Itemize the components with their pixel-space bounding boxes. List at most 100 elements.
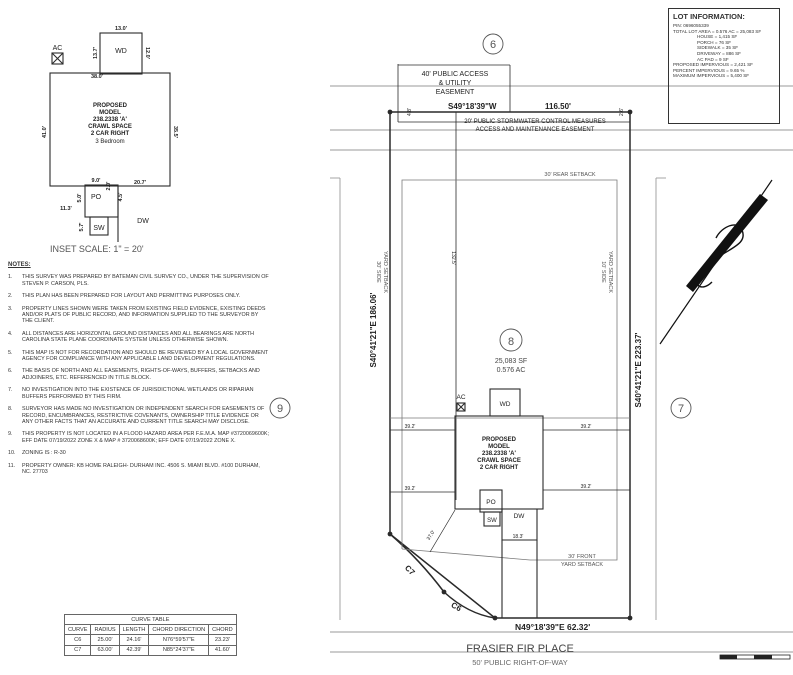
inset-dim-po-bottom-left: 11.3' [60,206,72,212]
lot-info-percent-impervious: PERCENT IMPERVIOUS = 9.65 % [673,67,745,73]
right-of-way: 50' PUBLIC RIGHT-OF-WAY [472,658,568,667]
inset-dim-po-right: 4.5' [118,192,124,202]
lot-8-label: 8 [508,336,514,348]
inset-labels: AC WD 13.0' 13.7' 12.0' 38.0' 41.0' 35.5… [42,26,178,254]
inset-dim-left: 41.0' [42,125,48,138]
inset-house-title-1: MODEL [99,110,121,116]
lot-info-sidewalk: SIDEWALK = 35 SF [697,45,739,51]
sidewalk-box [483,511,501,527]
lot-info-ac-pad: AC PAD = 9 SF [697,56,729,62]
inset-dim-sw-side: 5.7' [79,222,85,232]
lot-information-box: LOT INFORMATION: PIN: 0696055339 TOTAL L… [668,8,780,124]
note-number: 9. [8,431,13,438]
dim-driveway: 18.3' [513,534,524,540]
lot-boundary [389,111,631,619]
curve-table-header: LENGTH [118,624,150,636]
front-setback-1: YARD SETBACK [561,562,603,568]
note-number: 6. [8,368,13,375]
house-title-1: MODEL [488,444,510,450]
house-title-2: 238.2338 'A' [482,451,516,457]
house-title-4: 2 CAR RIGHT [480,465,519,471]
inset-ac-pad [51,52,64,65]
note-number: 11. [8,462,16,469]
note-text: PROPERTY OWNER: KB HOME RALEIGH- DURHAM … [22,462,260,475]
driveway-outline [501,509,538,541]
curve-table-header-row: CURVE RADIUS LENGTH CHORD DIRECTION CHOR… [63,624,237,636]
easement-lines [397,64,630,500]
dw-label: DW [514,513,526,520]
note-item: 7. NO INVESTIGATION INTO THE EXISTENCE OF… [8,387,270,400]
curve-table-header: CURVE [63,624,92,636]
curve-table-cell: 24.16' [118,634,150,646]
lot-7-label: 7 [678,403,684,415]
note-item: 1.THIS SURVEY WAS PREPARED BY BATEMAN CI… [8,274,270,287]
lot-number-circles [269,33,692,419]
scale-bar-block-2 [754,655,772,659]
curve-table-cell: 41.60' [208,644,237,656]
lot-6-circle [482,33,504,55]
note-item: 2.THIS PLAN HAS BEEN PREPARED FOR LAYOUT… [8,293,270,299]
note-number: 7. [8,387,13,394]
note-number: 1. [8,274,13,281]
lot-9-label: 9 [277,403,283,415]
inset-porch-box [84,184,119,218]
note-text: SURVEYOR HAS MADE NO INVESTIGATION OR IN… [22,406,265,425]
house-title-3: CRAWL SPACE [477,458,521,464]
note-item: 10.ZONING IS : R-30 [8,450,270,456]
side-setback-right-0: 10' SIDE [600,261,606,283]
dim-line-front-curve [429,509,456,553]
lot-info-proposed-impervious: PROPOSED IMPERVIOUS = 2,421 SF [673,62,753,68]
note-text: THIS PROPERTY IS NOT LOCATED IN A FLOOD … [22,431,269,444]
scale-bar-block-1 [720,655,737,659]
note-text: PROPERTY LINES SHOWN WERE TAKEN FROM EXI… [22,305,266,325]
inset-dw-label: DW [137,218,149,225]
lot-info-maximum-impervious: MAXIMUM IMPERVIOUS = 5,400 SF [673,73,750,79]
lot-information-title: LOT INFORMATION: [673,12,745,21]
curve-table-cell: 25.00' [90,634,120,646]
dim-left-porch: 39.2' [405,486,416,492]
curve-table-header: CHORD [208,624,237,636]
lot-info-pin: PIN: 0696055339 [673,23,709,28]
road-lines [330,85,793,653]
note-number: 8. [8,406,13,413]
notes-list: 1.THIS SURVEY WAS PREPARED BY BATEMAN CI… [8,274,270,475]
inset-dim-wd-left: 13.7' [93,46,99,59]
curve-table-cell: 42.39' [118,644,150,656]
lot-info-house: HOUSE = 1,415 SF [697,34,738,40]
lot-area-ac: 0.576 AC [497,367,526,374]
stormwater-easement-line-1: ACCESS AND MAINTENANCE EASEMENT [476,127,595,133]
stormwater-easement-line-0: 20' PUBLIC STORMWATER CONTROL MEASURES [464,119,606,125]
corner-nw [387,109,393,115]
notes-title: NOTES: [8,262,31,268]
curve-table-cell: 23.23' [208,634,237,646]
inset-wd-box [99,32,143,75]
curve-table-cell: 63.00' [90,644,120,656]
note-text: THIS PLAN HAS BEEN PREPARED FOR LAYOUT A… [22,293,241,300]
south-line-label: N49°18'39"E 62.32' [515,622,590,632]
lot-6-label: 6 [490,39,496,51]
curve-table-header: CHORD DIRECTION [148,624,210,636]
curve-c6-label: C6 [450,600,464,613]
setback-rectangle [401,179,618,561]
inset-dim-top: 38.0' [91,74,104,80]
inset-dim-wd-right: 12.0' [144,47,150,60]
note-text: THIS MAP IS NOT FOR RECORDATION AND SHOU… [22,349,269,363]
plan-labels: 6 7 8 9 40' PUBLIC ACCESS & UTILITY EASE… [277,39,684,667]
inset-house-title-2: 238.2338 'A' [93,117,127,123]
front-curve [389,533,496,619]
inset-dim-wd-top: 13.0' [115,26,128,32]
note-text: NO INVESTIGATION INTO THE EXISTENCE OF J… [22,387,254,400]
side-setback-right-1: YARD SETBACK [607,251,613,293]
curve-table-title: CURVE TABLE [64,614,237,625]
note-text: ZONING IS : R-30 [22,450,66,457]
notes-section: NOTES: 1.THIS SURVEY WAS PREPARED BY BAT… [8,262,270,481]
house-footprint [390,388,630,618]
inset-sw-label: SW [93,225,105,232]
ac-x2 [456,402,466,412]
setback-lines [390,179,630,561]
house-outline [454,415,544,510]
inset-ac-x2 [51,52,64,65]
note-number: 4. [8,330,13,337]
north-arrow-swirl-2 [695,269,713,288]
